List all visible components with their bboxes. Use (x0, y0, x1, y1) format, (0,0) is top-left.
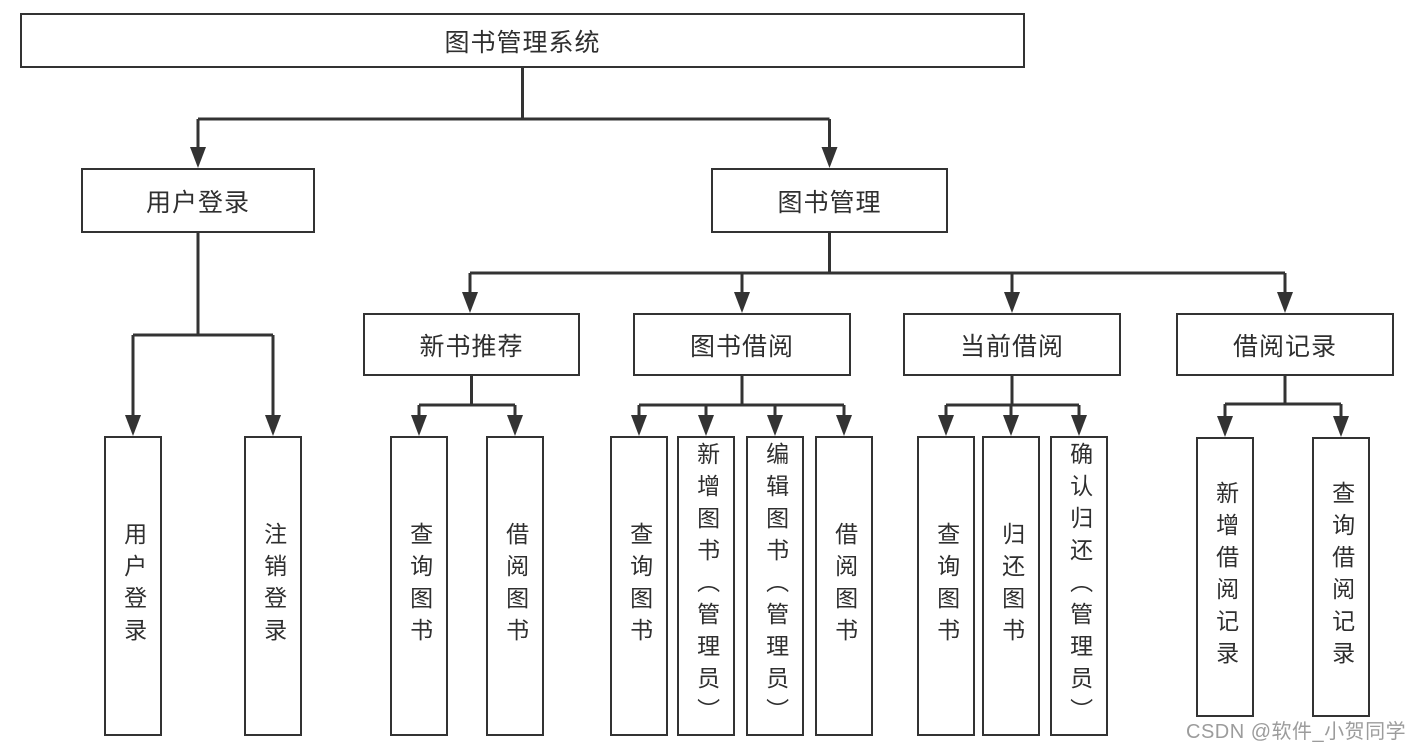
leaf-query-books-current: 查询图书 (917, 436, 975, 736)
node-root-label: 图书管理系统 (444, 28, 601, 57)
leaf-edit-books-admin: 编辑图书（管理员） (746, 436, 804, 736)
node-user-login: 用户登录 (81, 168, 315, 233)
node-book-management-label: 图书管理 (777, 188, 882, 217)
leaf-confirm-return-admin-label: 确认归还（管理员） (1066, 442, 1093, 730)
node-new-book-recommend: 新书推荐 (363, 313, 580, 376)
leaf-edit-books-admin-label: 编辑图书（管理员） (762, 442, 789, 730)
leaf-query-books-recommend-label: 查询图书 (406, 522, 433, 650)
csdn-watermark: CSDN @软件_小贺同学 (1186, 721, 1405, 743)
node-book-borrow-label: 图书借阅 (689, 332, 794, 361)
leaf-borrow-books-label: 借阅图书 (831, 522, 858, 650)
node-borrow-records: 借阅记录 (1176, 313, 1394, 376)
node-borrow-records-label: 借阅记录 (1232, 332, 1337, 361)
node-book-management: 图书管理 (711, 168, 948, 233)
leaf-logout: 注销登录 (244, 436, 302, 736)
edge-borrow-to-leaves (631, 375, 852, 436)
leaf-return-books: 归还图书 (982, 436, 1040, 736)
leaf-return-books-label: 归还图书 (998, 522, 1025, 650)
leaf-logout-label: 注销登录 (260, 522, 287, 650)
node-new-book-recommend-label: 新书推荐 (419, 332, 524, 361)
leaf-query-borrow-record-label: 查询借阅记录 (1328, 481, 1355, 673)
leaf-query-borrow-record: 查询借阅记录 (1312, 437, 1370, 717)
leaf-confirm-return-admin: 确认归还（管理员） (1050, 436, 1108, 736)
edge-records-to-leaves (1217, 375, 1349, 437)
leaf-add-books-admin-label: 新增图书（管理员） (693, 442, 720, 730)
edge-bookmgmt-to-level3 (462, 232, 1293, 313)
leaf-user-login-label: 用户登录 (120, 522, 147, 650)
leaf-add-books-admin: 新增图书（管理员） (677, 436, 735, 736)
leaf-borrow-books-recommend-label: 借阅图书 (502, 522, 529, 650)
leaf-query-books-borrow: 查询图书 (610, 436, 668, 736)
leaf-query-books-recommend: 查询图书 (390, 436, 448, 736)
leaf-query-books-current-label: 查询图书 (933, 522, 960, 650)
leaf-add-borrow-record: 新增借阅记录 (1196, 437, 1254, 717)
node-root: 图书管理系统 (20, 13, 1025, 68)
node-user-login-label: 用户登录 (145, 188, 250, 217)
node-current-borrow: 当前借阅 (903, 313, 1121, 376)
edge-newbooks-to-leaves (411, 375, 523, 436)
leaf-query-books-borrow-label: 查询图书 (626, 522, 653, 650)
edge-userlogin-to-leaves (125, 232, 281, 436)
leaf-borrow-books: 借阅图书 (815, 436, 873, 736)
leaf-add-borrow-record-label: 新增借阅记录 (1212, 481, 1239, 673)
leaf-borrow-books-recommend: 借阅图书 (486, 436, 544, 736)
edge-current-to-leaves (938, 375, 1087, 436)
leaf-user-login: 用户登录 (104, 436, 162, 736)
node-current-borrow-label: 当前借阅 (959, 332, 1064, 361)
node-book-borrow: 图书借阅 (633, 313, 851, 376)
edge-root-to-level2 (190, 66, 838, 168)
